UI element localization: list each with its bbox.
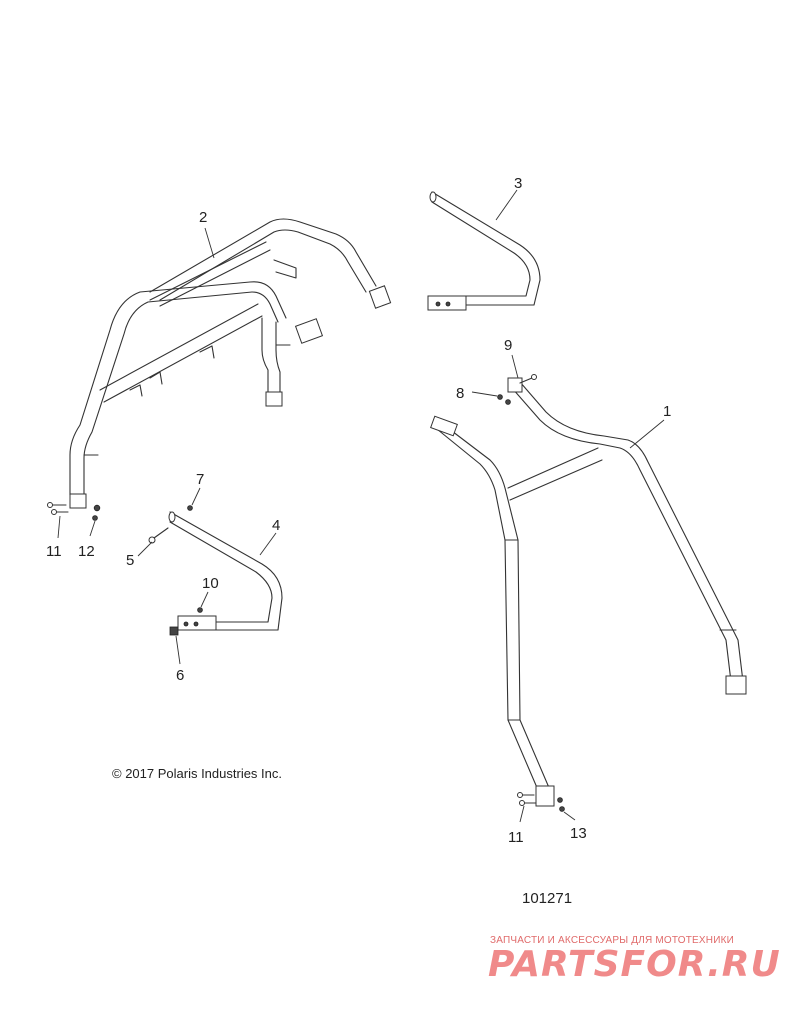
callout-10: 10 bbox=[202, 575, 219, 592]
callout-4: 4 bbox=[272, 517, 280, 534]
part-3-side-bar bbox=[427, 191, 541, 311]
leader-12 bbox=[89, 520, 96, 537]
callout-2: 2 bbox=[199, 209, 207, 226]
callout-12: 12 bbox=[78, 543, 95, 560]
callout-11-left: 11 bbox=[46, 543, 62, 560]
part-4-side-bar bbox=[168, 511, 283, 631]
callout-5: 5 bbox=[126, 552, 134, 569]
leader-5 bbox=[137, 541, 153, 557]
leader-6 bbox=[175, 635, 181, 665]
part-2-rear-cage bbox=[69, 218, 392, 509]
callout-3: 3 bbox=[514, 175, 522, 192]
callout-1: 1 bbox=[663, 403, 671, 420]
figure-number: 101271 bbox=[522, 890, 573, 907]
leader-13 bbox=[563, 811, 576, 821]
callout-9: 9 bbox=[504, 337, 512, 354]
leader-3 bbox=[495, 189, 518, 221]
callout-7: 7 bbox=[196, 471, 204, 488]
leader-8 bbox=[471, 391, 498, 397]
hardware bbox=[47, 374, 565, 812]
leader-10 bbox=[200, 591, 209, 608]
watermark-tagline: ЗАПЧАСТИ И АКСЕССУАРЫ ДЛЯ МОТОТЕХНИКИ bbox=[490, 935, 735, 946]
leader-11a bbox=[57, 515, 61, 539]
part-1-front-cage bbox=[430, 377, 747, 807]
callout-8: 8 bbox=[456, 385, 464, 402]
leader-11b bbox=[519, 805, 525, 823]
leader-4 bbox=[259, 532, 277, 556]
callout-11-right: 11 bbox=[508, 829, 524, 846]
leader-9 bbox=[511, 354, 519, 379]
copyright-notice: © 2017 Polaris Industries Inc. bbox=[112, 766, 282, 781]
leader-7 bbox=[191, 487, 201, 506]
callout-6: 6 bbox=[176, 667, 184, 684]
leader-1 bbox=[629, 419, 665, 449]
leader-2 bbox=[204, 227, 215, 259]
watermark-logo: PARTSFOR.RU bbox=[488, 944, 781, 985]
callout-13: 13 bbox=[570, 825, 587, 842]
